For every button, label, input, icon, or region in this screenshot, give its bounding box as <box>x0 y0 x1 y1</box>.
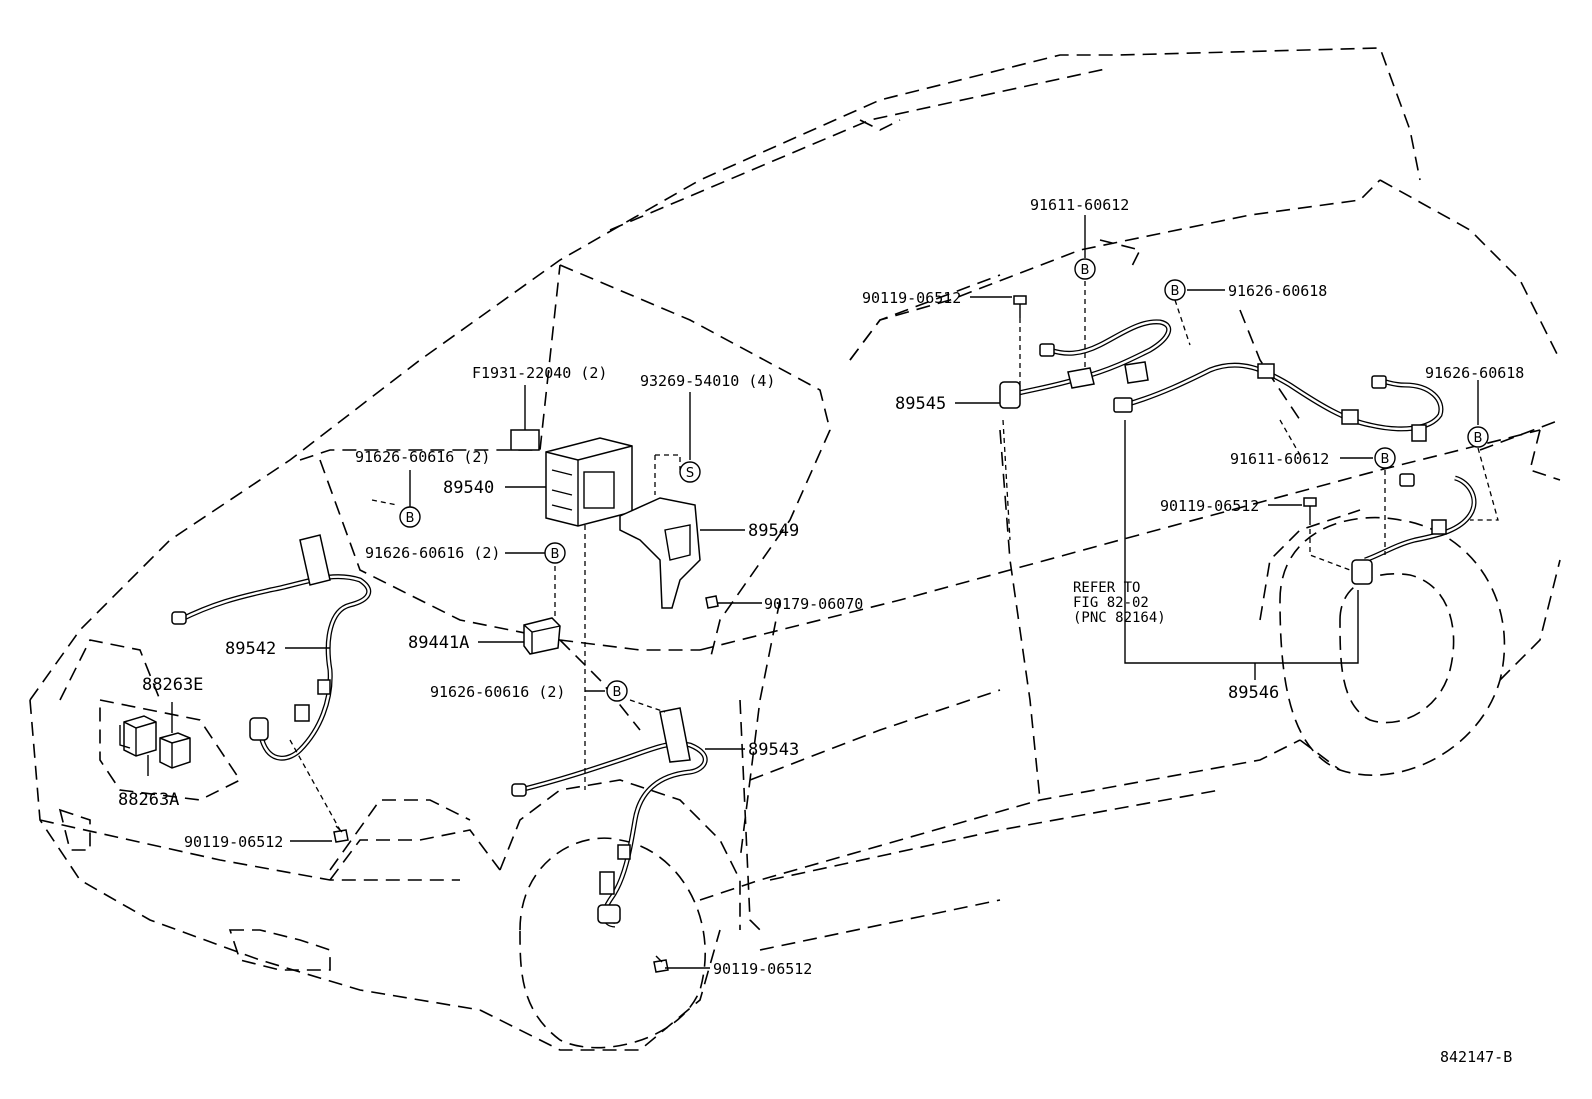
label-f1931-22040: F1931-22040 (2) <box>472 364 607 382</box>
part-labels: F1931-22040 (2) 93269-54010 (4) 89540 89… <box>118 196 1524 1066</box>
vehicle-outline <box>29 47 1561 1051</box>
clip-90179 <box>705 595 719 609</box>
svg-text:B: B <box>1081 263 1090 278</box>
label-90119-06512-c: 90119-06512 <box>862 289 961 307</box>
svg-text:B: B <box>551 547 560 562</box>
label-91611-60612-top: 91611-60612 <box>1030 196 1129 214</box>
label-93269-54010: 93269-54010 (4) <box>640 372 775 390</box>
label-90119-06512-a: 90119-06512 <box>184 833 283 851</box>
diagram-id: 842147-B <box>1440 1048 1512 1066</box>
bolt-marker-icon: B <box>1467 426 1489 448</box>
bolt-marker-icon: B <box>1074 258 1096 280</box>
refer-line-3: (PNC 82164) <box>1073 610 1166 626</box>
bolt-icon <box>653 955 669 973</box>
label-90179-06070: 90179-06070 <box>764 595 863 613</box>
label-91626-60616-c: 91626-60616 (2) <box>430 683 565 701</box>
label-89546: 89546 <box>1228 683 1279 703</box>
svg-text:B: B <box>1474 431 1483 446</box>
bracket-89549 <box>619 497 701 609</box>
screw-marker-icon: S <box>679 461 701 483</box>
svg-text:B: B <box>1171 284 1180 299</box>
label-91626-60618-a: 91626-60618 <box>1228 282 1327 300</box>
label-91626-60616-b: 91626-60616 (2) <box>365 544 500 562</box>
label-89549: 89549 <box>748 521 799 541</box>
bolt-marker-icon: B <box>544 542 566 564</box>
svg-text:B: B <box>406 511 415 526</box>
leader-lines <box>119 215 1499 969</box>
sensor-89441a <box>523 617 561 655</box>
bolt-marker-icon: B <box>1374 447 1396 469</box>
label-89540: 89540 <box>443 478 494 498</box>
ecu-89540 <box>545 437 633 527</box>
front-left-speed-sensor-89542 <box>171 534 372 761</box>
label-sticker <box>510 429 540 451</box>
svg-text:B: B <box>613 685 622 700</box>
bolt-icon <box>1013 295 1027 318</box>
front-right-speed-sensor-89543 <box>511 707 708 928</box>
label-89542: 89542 <box>225 639 276 659</box>
label-89545: 89545 <box>895 394 946 414</box>
svg-text:B: B <box>1381 452 1390 467</box>
label-88263a: 88263A <box>118 790 179 810</box>
label-88263e: 88263E <box>142 675 203 695</box>
svg-text:S: S <box>686 466 694 481</box>
bolt-marker-icon: B <box>606 680 628 702</box>
label-91626-60616-a: 91626-60616 (2) <box>355 448 490 466</box>
rear-right-speed-sensor-89546 <box>1113 362 1477 585</box>
label-91626-60618-b: 91626-60618 <box>1425 364 1524 382</box>
bolt-icon <box>1303 497 1317 520</box>
label-91611-60612-mid: 91611-60612 <box>1230 450 1329 468</box>
label-89543: 89543 <box>748 740 799 760</box>
rear-left-speed-sensor-89545 <box>999 319 1172 409</box>
label-89441a: 89441A <box>408 633 469 653</box>
relays-88263 <box>123 715 191 769</box>
bolt-icon <box>333 825 349 843</box>
bolt-marker-icon: B <box>1164 279 1186 301</box>
refer-line-1: REFER TO <box>1073 580 1140 596</box>
label-90119-06512-d: 90119-06512 <box>1160 497 1259 515</box>
bolt-marker-icon: B <box>399 506 421 528</box>
label-90119-06512-b: 90119-06512 <box>713 960 812 978</box>
refer-line-2: FIG 82-02 <box>1073 595 1149 611</box>
